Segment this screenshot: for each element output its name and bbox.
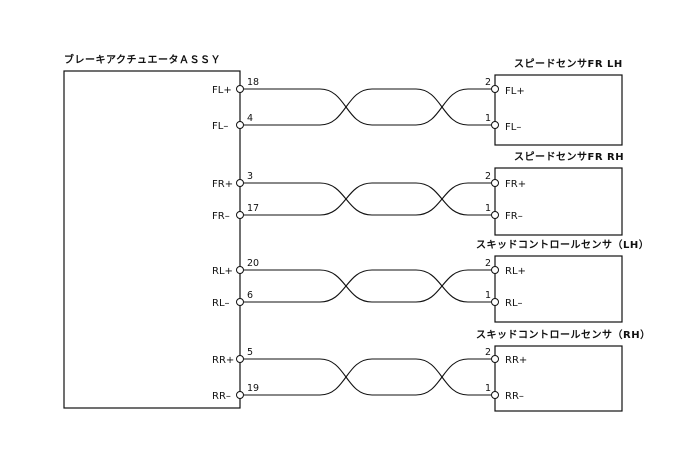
- wire-pair-0-minus: [244, 88, 491, 126]
- sensor-pin-label-fr-minus: FR–: [505, 211, 523, 222]
- sensor-box-fr-lh: [494, 74, 623, 146]
- sensor-pin-number-2: 2: [485, 77, 491, 88]
- connection-group-rl: スキッドコントロールセンサ（LH） RL+ RL– 20 6 2 1 RL+ R…: [212, 238, 649, 323]
- sensor-pin-number-1: 1: [485, 383, 491, 394]
- connection-group-rr: スキッドコントロールセンサ（RH） RR+ RR– 5 19 2 1 RR+ R…: [212, 328, 651, 412]
- actuator-pin-label-fr-plus: FR+: [212, 179, 233, 190]
- actuator-pin-number-20: 20: [247, 258, 259, 269]
- sensor-pin-number-2: 2: [485, 171, 491, 182]
- sensor-box-skid-rh: [494, 345, 623, 412]
- actuator-terminal-6: [236, 298, 244, 306]
- actuator-pin-number-18: 18: [247, 77, 259, 88]
- wire-pair-0-plus: [244, 88, 491, 126]
- sensor-title-skid-lh: スキッドコントロールセンサ（LH）: [476, 238, 649, 251]
- actuator-pin-number-17: 17: [247, 203, 259, 214]
- sensor-title-skid-rh: スキッドコントロールセンサ（RH）: [476, 328, 651, 341]
- sensor-pin-label-fl-plus: FL+: [505, 86, 525, 97]
- actuator-pin-label-fl-minus: FL–: [212, 121, 228, 132]
- sensor-terminal-1: [491, 121, 499, 129]
- actuator-pin-label-fl-plus: FL+: [212, 85, 232, 96]
- actuator-pin-label-fr-minus: FR–: [212, 211, 230, 222]
- sensor-terminal-2: [491, 266, 499, 274]
- sensor-terminal-1: [491, 211, 499, 219]
- sensor-terminal-2: [491, 85, 499, 93]
- wire-pair-3-plus: [244, 358, 491, 396]
- sensor-box-skid-lh: [494, 255, 623, 323]
- connection-group-fl: スピードセンサFR LH FL+ FL– 18 4 2 1 FL+ FL–: [212, 58, 623, 146]
- sensor-title-fr-lh: スピードセンサFR LH: [514, 58, 623, 70]
- sensor-pin-number-1: 1: [485, 113, 491, 124]
- sensor-pin-label-rr-plus: RR+: [505, 355, 527, 366]
- sensor-pin-label-rl-minus: RL–: [505, 298, 523, 309]
- sensor-terminal-2: [491, 179, 499, 187]
- sensor-pin-number-2: 2: [485, 347, 491, 358]
- actuator-pin-label-rr-plus: RR+: [212, 355, 234, 366]
- sensor-terminal-1: [491, 298, 499, 306]
- twisted-pair-wires: [244, 88, 491, 396]
- actuator-terminal-4: [236, 121, 244, 129]
- actuator-terminal-3: [236, 179, 244, 187]
- actuator-pin-label-rr-minus: RR–: [212, 391, 231, 402]
- sensor-pin-number-1: 1: [485, 290, 491, 301]
- actuator-box: [63, 70, 241, 409]
- wire-pair-1-minus: [244, 182, 491, 216]
- actuator-terminal-20: [236, 266, 244, 274]
- sensor-pin-label-fr-plus: FR+: [505, 179, 526, 190]
- actuator-terminal-5: [236, 355, 244, 363]
- wire-pair-1-plus: [244, 182, 491, 216]
- wire-pair-2-minus: [244, 269, 491, 303]
- actuator-pin-label-rl-minus: RL–: [212, 298, 230, 309]
- wire-pair-2-plus: [244, 269, 491, 303]
- actuator-title: ブレーキアクチュエータＡＳＳＹ: [64, 53, 221, 66]
- actuator-terminal-18: [236, 85, 244, 93]
- sensor-terminal-1: [491, 391, 499, 399]
- wire-pair-3-minus: [244, 358, 491, 396]
- actuator-pin-number-5: 5: [247, 347, 253, 358]
- actuator-pin-number-4: 4: [247, 113, 253, 124]
- sensor-terminal-2: [491, 355, 499, 363]
- actuator-terminal-19: [236, 391, 244, 399]
- actuator-pin-number-6: 6: [247, 290, 253, 301]
- actuator-terminal-17: [236, 211, 244, 219]
- connection-group-fr: スピードセンサFR RH FR+ FR– 3 17 2 1 FR+ FR–: [212, 151, 624, 236]
- sensor-pin-label-fl-minus: FL–: [505, 122, 521, 133]
- sensor-box-fr-rh: [494, 167, 623, 236]
- sensor-title-fr-rh: スピードセンサFR RH: [514, 151, 624, 163]
- actuator-pin-label-rl-plus: RL+: [212, 266, 233, 277]
- sensor-pin-label-rl-plus: RL+: [505, 266, 526, 277]
- sensor-pin-number-2: 2: [485, 258, 491, 269]
- actuator-pin-number-3: 3: [247, 171, 253, 182]
- sensor-pin-number-1: 1: [485, 203, 491, 214]
- sensor-pin-label-rr-minus: RR–: [505, 391, 524, 402]
- actuator-pin-number-19: 19: [247, 383, 259, 394]
